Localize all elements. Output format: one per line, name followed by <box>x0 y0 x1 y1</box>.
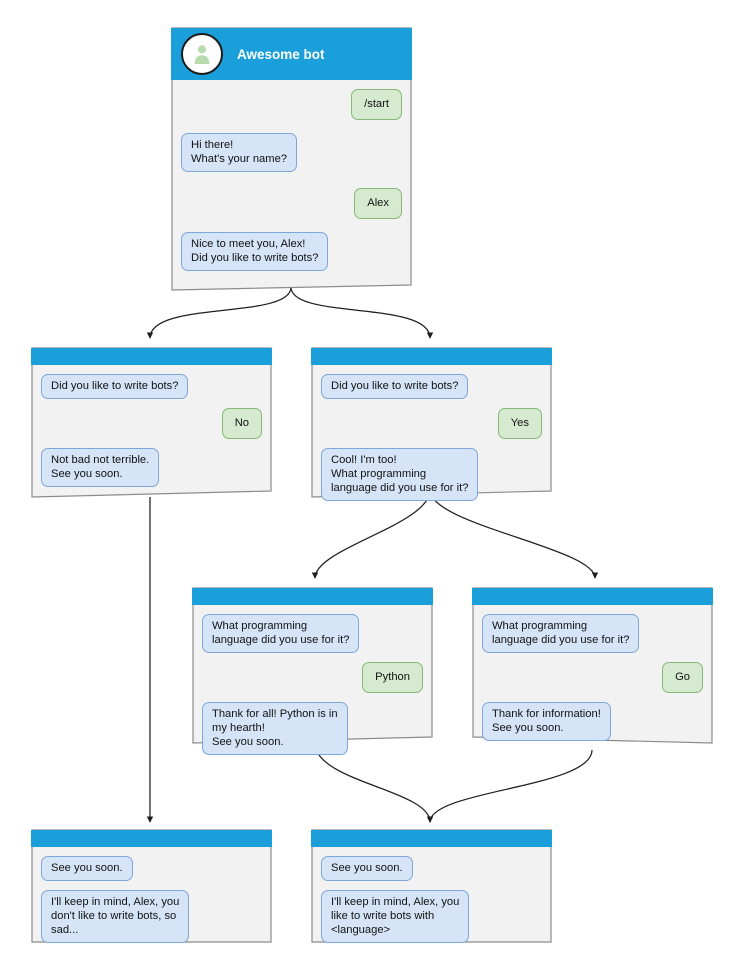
message-row: /start <box>181 89 402 120</box>
node-answer-go-header <box>472 588 713 605</box>
message-row: Thank for information! See you soon. <box>482 702 703 741</box>
message-row: Not bad not terrible. See you soon. <box>41 448 262 487</box>
edge-start-to-yes <box>290 286 434 339</box>
node-answer-yes-messages: Did you like to write bots? Yes Cool! I'… <box>311 365 552 501</box>
message-row: Alex <box>181 188 402 219</box>
bot-message-bubble: See you soon. <box>321 856 413 881</box>
bot-message-bubble: Did you like to write bots? <box>321 374 469 399</box>
message-row: No <box>41 408 262 439</box>
message-row: Did you like to write bots? <box>321 374 542 399</box>
node-start-messages: /start Hi there! What's your name? Alex … <box>171 80 412 271</box>
user-message-bubble: Yes <box>497 408 542 439</box>
user-message-bubble: Python <box>362 662 423 693</box>
bot-name-label: Awesome bot <box>237 46 325 62</box>
node-end-sad-header <box>31 830 272 847</box>
edge-yes-to-python <box>311 489 431 579</box>
message-row: See you soon. <box>41 856 262 881</box>
message-row: What programming language did you use fo… <box>482 614 703 653</box>
node-answer-no[interactable]: Did you like to write bots? No Not bad n… <box>31 347 272 498</box>
person-icon <box>194 45 210 64</box>
avatar <box>181 33 223 75</box>
message-row: Did you like to write bots? <box>41 374 262 399</box>
message-row: See you soon. <box>321 856 542 881</box>
bot-message-bubble: Did you like to write bots? <box>41 374 189 399</box>
node-answer-go-messages: What programming language did you use fo… <box>472 605 713 741</box>
node-answer-no-header <box>31 348 272 365</box>
node-answer-python-messages: What programming language did you use fo… <box>192 605 433 755</box>
node-answer-yes-header <box>311 348 552 365</box>
message-row: Yes <box>321 408 542 439</box>
message-row: Go <box>482 662 703 693</box>
edge-yes-to-go <box>429 489 599 579</box>
node-answer-python[interactable]: What programming language did you use fo… <box>192 587 433 755</box>
bot-message-bubble: Hi there! What's your name? <box>181 133 298 172</box>
message-row: I'll keep in mind, Alex, you like to wri… <box>321 890 542 943</box>
node-answer-go[interactable]: What programming language did you use fo… <box>472 587 713 744</box>
message-row: Hi there! What's your name? <box>181 133 402 172</box>
user-message-bubble: Go <box>662 662 703 693</box>
bot-message-bubble: See you soon. <box>41 856 133 881</box>
bot-message-bubble: Thank for information! See you soon. <box>482 702 611 741</box>
bot-message-bubble: Nice to meet you, Alex! Did you like to … <box>181 232 329 271</box>
bot-message-bubble: What programming language did you use fo… <box>202 614 360 653</box>
message-row: Thank for all! Python is in my hearth! S… <box>202 702 423 755</box>
message-row: Python <box>202 662 423 693</box>
user-message-bubble: Alex <box>354 188 402 219</box>
message-row: I'll keep in mind, Alex, you don't like … <box>41 890 262 943</box>
message-row: What programming language did you use fo… <box>202 614 423 653</box>
bot-message-bubble: Thank for all! Python is in my hearth! S… <box>202 702 348 755</box>
node-answer-python-header <box>192 588 433 605</box>
message-row: Nice to meet you, Alex! Did you like to … <box>181 232 402 271</box>
node-end-happy[interactable]: See you soon. I'll keep in mind, Alex, y… <box>311 829 552 943</box>
bot-message-bubble: I'll keep in mind, Alex, you like to wri… <box>321 890 470 943</box>
user-message-bubble: /start <box>351 89 402 120</box>
node-start-header: Awesome bot <box>171 28 412 80</box>
bot-message-bubble: Not bad not terrible. See you soon. <box>41 448 160 487</box>
bot-message-bubble: Cool! I'm too! What programming language… <box>321 448 479 501</box>
user-message-bubble: No <box>221 408 262 439</box>
node-end-happy-messages: See you soon. I'll keep in mind, Alex, y… <box>311 847 552 943</box>
node-end-sad[interactable]: See you soon. I'll keep in mind, Alex, y… <box>31 829 272 943</box>
node-end-happy-header <box>311 830 552 847</box>
bot-message-bubble: What programming language did you use fo… <box>482 614 640 653</box>
bot-message-bubble: I'll keep in mind, Alex, you don't like … <box>41 890 190 943</box>
node-start[interactable]: Awesome bot /start Hi there! What's your… <box>171 27 412 291</box>
node-answer-no-messages: Did you like to write bots? No Not bad n… <box>31 365 272 487</box>
node-answer-yes[interactable]: Did you like to write bots? Yes Cool! I'… <box>311 347 552 501</box>
edge-start-to-no <box>146 286 292 339</box>
message-row: Cool! I'm too! What programming language… <box>321 448 542 501</box>
edge-go-to-end-happy <box>426 749 593 823</box>
node-end-sad-messages: See you soon. I'll keep in mind, Alex, y… <box>31 847 272 943</box>
